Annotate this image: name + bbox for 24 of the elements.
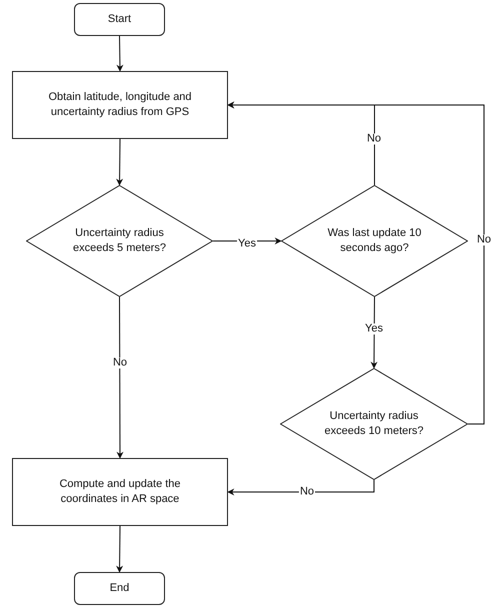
edge-label: Yes [237, 238, 257, 250]
arrow [227, 480, 374, 496]
edge-label: No [298, 486, 316, 498]
node-text: Obtain latitude, longitude and uncertainty radius from GPS [47, 90, 193, 120]
arrow [227, 102, 484, 424]
arrow [116, 296, 124, 459]
terminal-box [74, 572, 165, 605]
arrow [116, 36, 124, 72]
edge-label: No [366, 134, 382, 144]
node-text: End [110, 581, 130, 596]
arrow [116, 138, 124, 186]
process-box [12, 71, 228, 139]
node-text: Start [108, 12, 132, 27]
arrow [116, 526, 124, 573]
node-text: Was last update 10 seconds ago? [326, 226, 422, 256]
node-text: Compute and update the coordinates in AR space [58, 477, 182, 507]
edge-label: No [112, 358, 128, 368]
arrow [370, 296, 378, 369]
edge-label: No [476, 234, 492, 246]
node-text: Uncertainty radius exceeds 5 meters? [72, 226, 167, 256]
edge-label: Yes [364, 324, 384, 334]
terminal-box [74, 3, 165, 36]
process-box [12, 458, 228, 526]
node-text: Uncertainty radius exceeds 10 meters? [324, 409, 424, 439]
